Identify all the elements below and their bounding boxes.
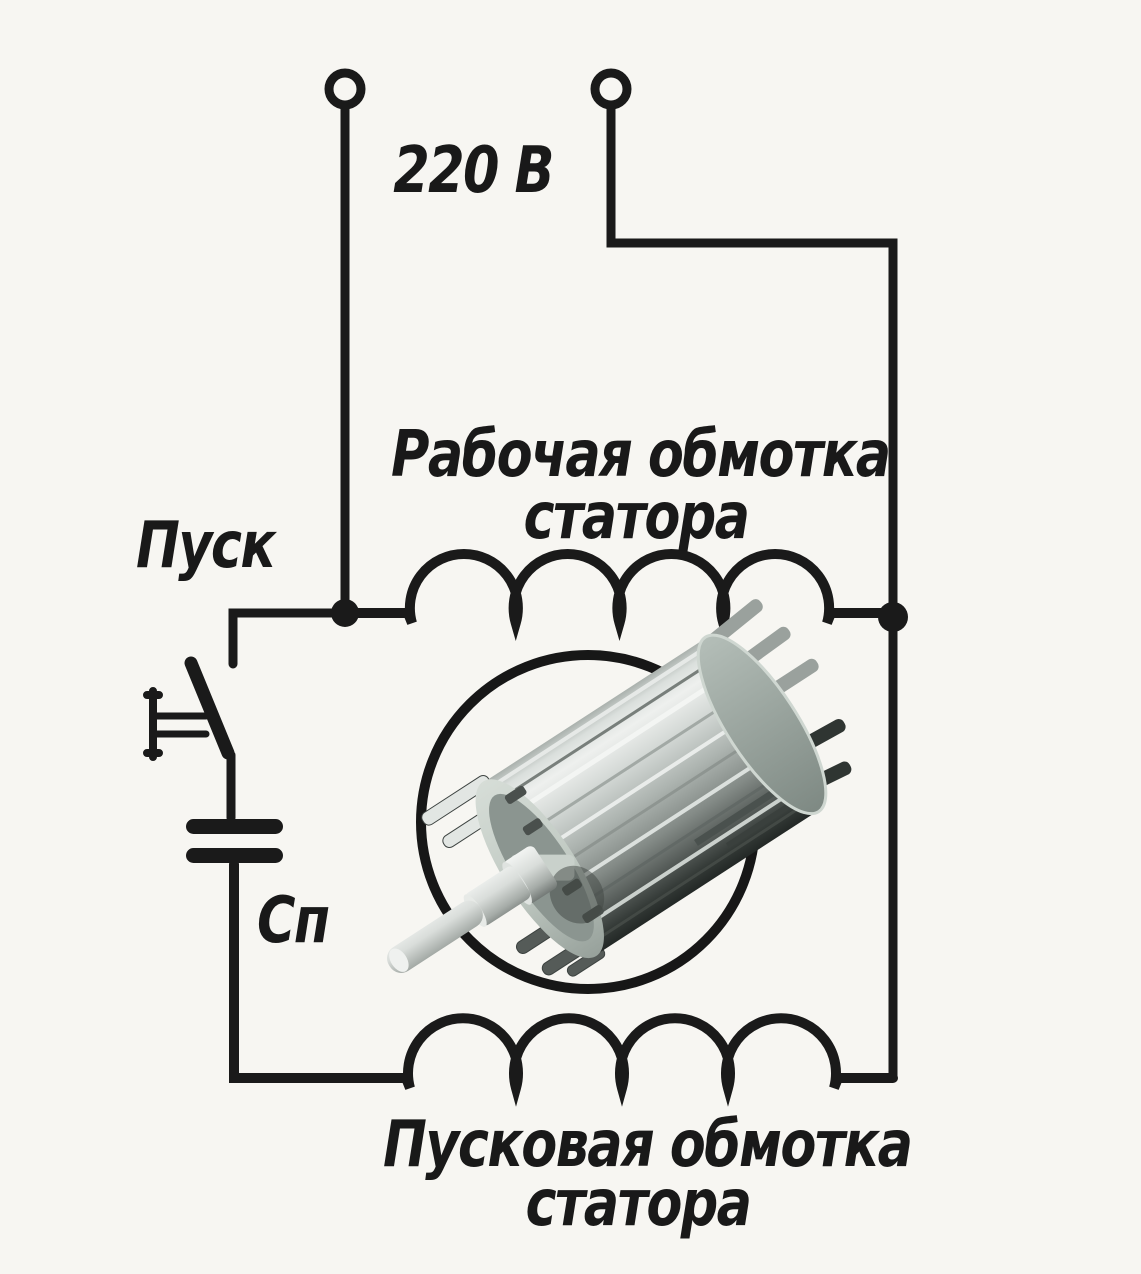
wire-start-branch [228, 608, 350, 669]
wire-right-side [606, 101, 898, 1083]
capacitor-label: Сп [257, 884, 330, 958]
start-capacitor-symbol [186, 819, 283, 863]
start-winding-label-line1: Пусковая обмотка [383, 1108, 913, 1182]
run-winding-label-line1: Рабочая обмотка [391, 418, 891, 492]
switch-linkage-rails [153, 712, 210, 738]
switch-button-actuator [143, 687, 163, 761]
run-winding-label-line2: статора [523, 480, 751, 554]
capacitor-plate-top [186, 819, 283, 834]
start-button-label: Пуск [136, 509, 276, 583]
power-terminal-left [324, 68, 366, 110]
switch-blade [184, 656, 235, 760]
power-terminal-right [590, 68, 632, 110]
rotor-shaft [387, 846, 557, 973]
start-winding-label-line2: статора [525, 1167, 753, 1241]
run-winding-coil [340, 549, 898, 642]
supply-voltage-label: 220 В [393, 134, 554, 208]
junction-dot-right [878, 602, 908, 632]
rotor-illustration [387, 599, 852, 977]
capacitor-plate-bottom [186, 848, 283, 863]
start-button-switch [143, 656, 235, 761]
junction-dot-left [331, 599, 359, 627]
rotor-face-shadow [549, 865, 605, 924]
start-winding-coil [229, 859, 898, 1107]
rotor-far-face [696, 633, 828, 816]
